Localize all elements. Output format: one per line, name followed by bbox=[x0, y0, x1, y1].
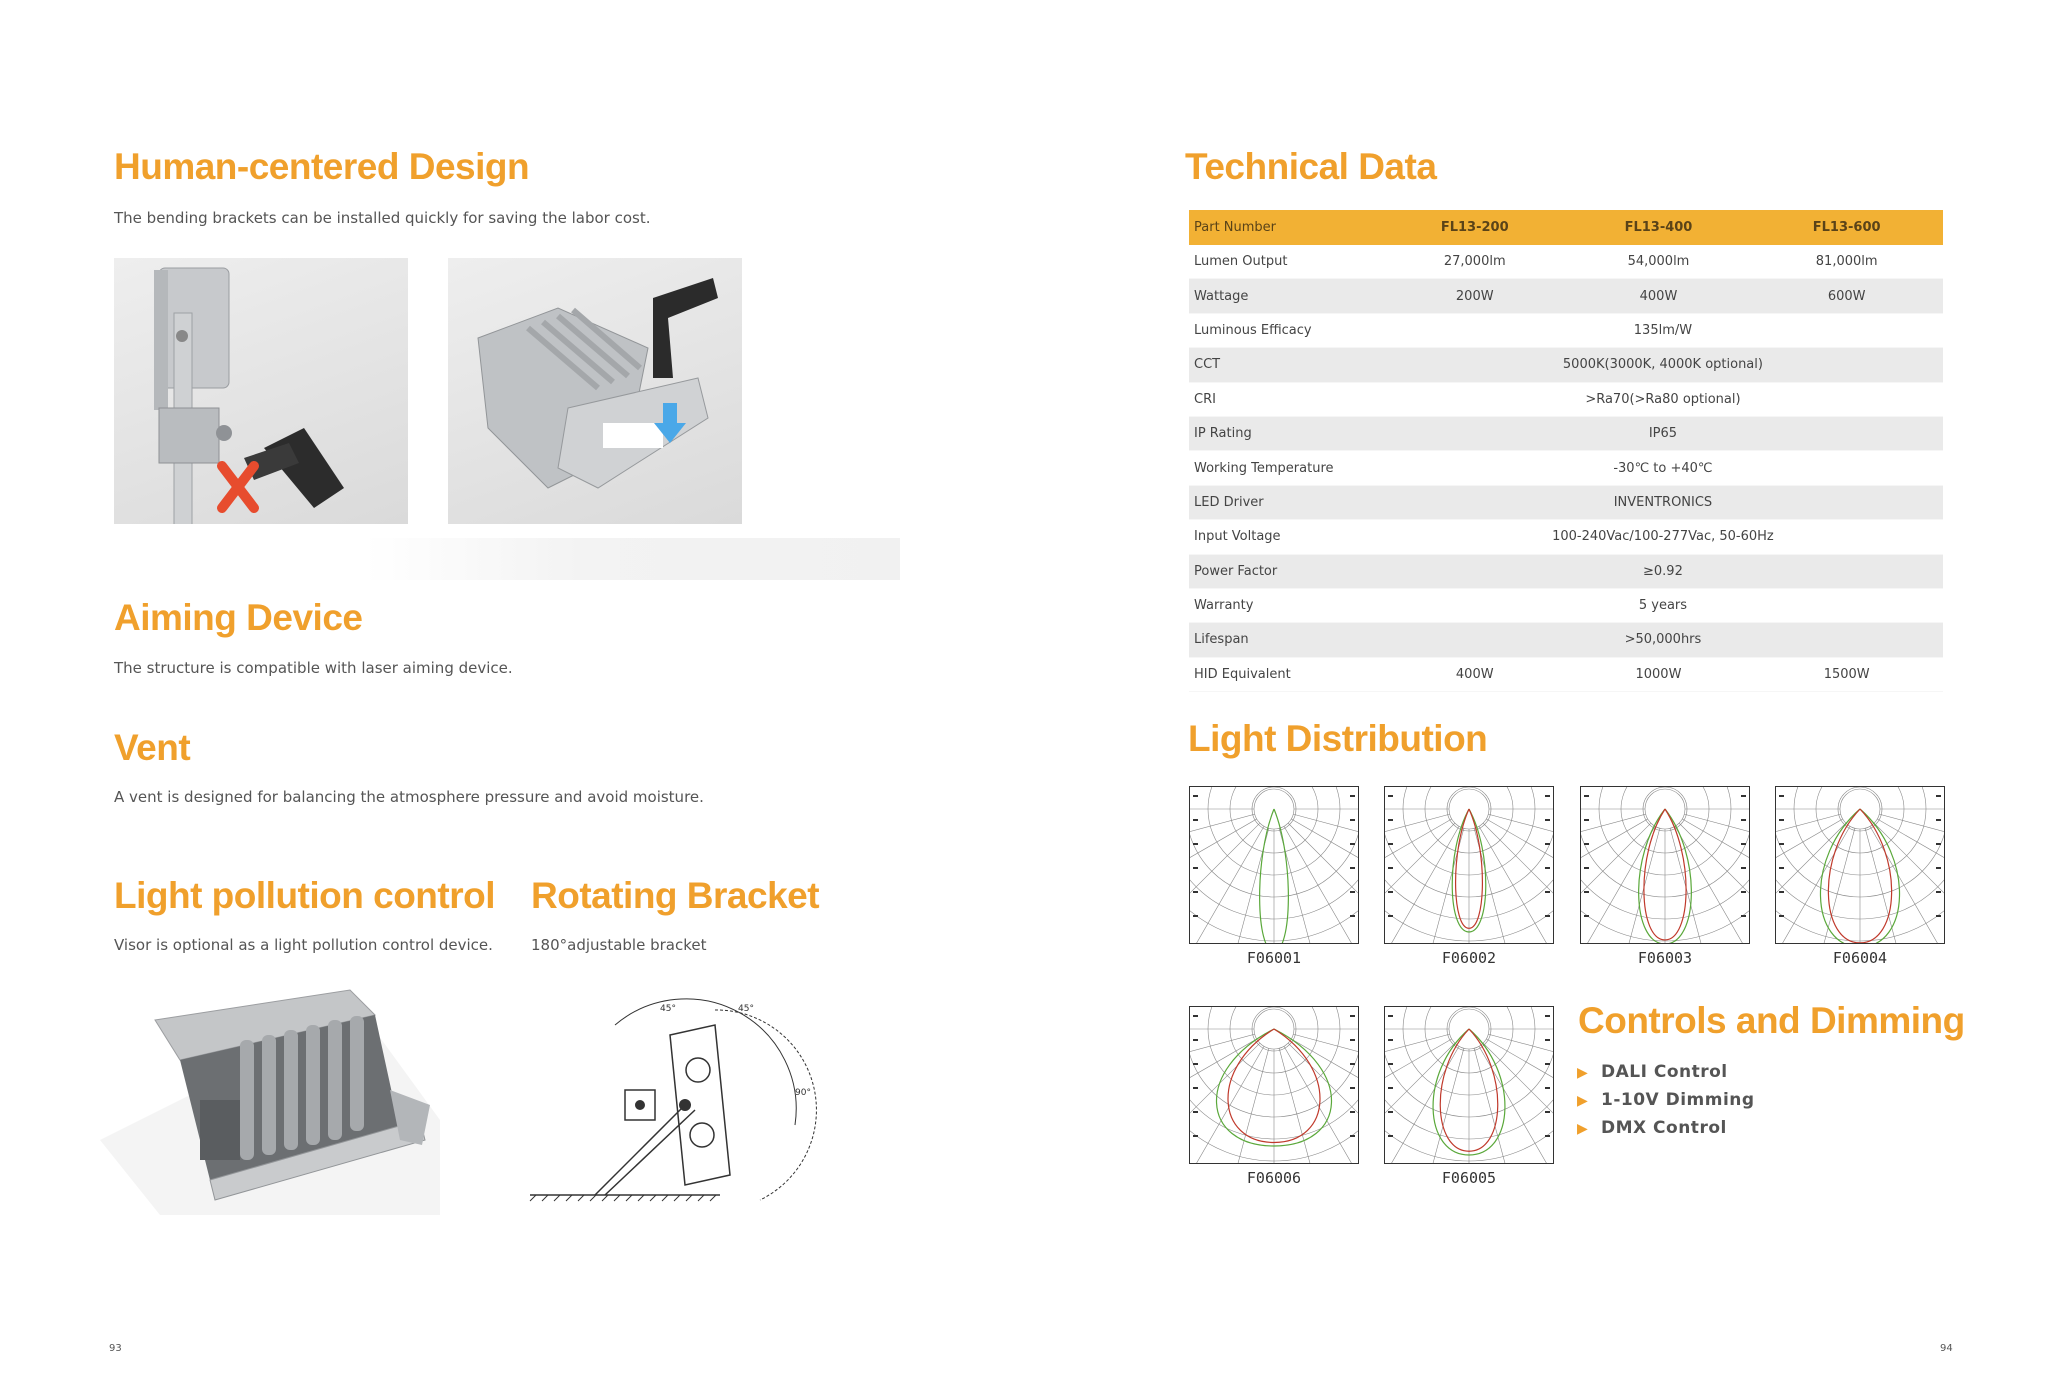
header-model-3: FL13-600 bbox=[1750, 210, 1943, 245]
control-item-label: DMX Control bbox=[1601, 1118, 1727, 1138]
table-row: HID Equivalent 400W 1000W 1500W bbox=[1189, 657, 1943, 693]
header-part-number: Part Number bbox=[1189, 210, 1383, 245]
row-label: Input Voltage bbox=[1189, 519, 1383, 555]
table-row: Lifespan >50,000hrs bbox=[1189, 622, 1943, 658]
control-item-dimming: ▶ 1-10V Dimming bbox=[1577, 1086, 1755, 1114]
table-row: Working Temperature -30℃ to +40℃ bbox=[1189, 450, 1943, 486]
table-row: IP Rating IP65 bbox=[1189, 416, 1943, 452]
technical-data-table: Part Number FL13-200 FL13-400 FL13-600 L… bbox=[1189, 210, 1943, 693]
row-label: Warranty bbox=[1189, 588, 1383, 624]
vent-title: Vent bbox=[114, 727, 191, 768]
row-label: Lumen Output bbox=[1189, 245, 1383, 280]
cell-merged: INVENTRONICS bbox=[1382, 485, 1943, 521]
row-label: CCT bbox=[1189, 347, 1383, 383]
human-design-desc: The bending brackets can be installed qu… bbox=[114, 209, 651, 227]
cell: 600W bbox=[1750, 278, 1943, 314]
polar-diagram-6 bbox=[1269, 896, 1669, 1229]
table-row: CCT 5000K(3000K, 4000K optional) bbox=[1189, 347, 1943, 383]
cell-merged: IP65 bbox=[1382, 416, 1943, 452]
table-row: CRI >Ra70(>Ra80 optional) bbox=[1189, 382, 1943, 417]
cell-merged: >50,000hrs bbox=[1382, 622, 1943, 658]
aiming-device-title: Aiming Device bbox=[114, 597, 363, 638]
polar-label-1: F06001 bbox=[1246, 949, 1302, 967]
vent-desc: A vent is designed for balancing the atm… bbox=[114, 788, 704, 806]
triangle-bullet-icon: ▶ bbox=[1577, 1093, 1589, 1109]
table-row: Power Factor ≥0.92 bbox=[1189, 554, 1943, 589]
row-label: LED Driver bbox=[1189, 485, 1383, 521]
row-label: Luminous Efficacy bbox=[1189, 313, 1383, 349]
cell-merged: ≥0.92 bbox=[1382, 554, 1943, 589]
table-row: Input Voltage 100-240Vac/100-277Vac, 50-… bbox=[1189, 519, 1943, 555]
bracket-photo-wrong bbox=[114, 258, 408, 524]
cell-merged: 5000K(3000K, 4000K optional) bbox=[1382, 347, 1943, 383]
table-header-row: Part Number FL13-200 FL13-400 FL13-600 bbox=[1189, 210, 1943, 245]
rotating-bracket-desc: 180°adjustable bracket bbox=[531, 936, 707, 954]
row-label: Power Factor bbox=[1189, 554, 1383, 589]
human-design-title: Human-centered Design bbox=[114, 146, 530, 187]
triangle-bullet-icon: ▶ bbox=[1577, 1121, 1589, 1137]
cell: 400W bbox=[1566, 278, 1751, 314]
cell-merged: 100-240Vac/100-277Vac, 50-60Hz bbox=[1382, 519, 1943, 555]
row-label: IP Rating bbox=[1189, 416, 1383, 452]
polar-label-3: F06003 bbox=[1637, 949, 1693, 967]
angle-label-left: 45° bbox=[660, 1004, 676, 1014]
triangle-bullet-icon: ▶ bbox=[1577, 1065, 1589, 1081]
polar-diagram-3 bbox=[1465, 676, 1865, 1009]
table-row: Wattage 200W 400W 600W bbox=[1189, 278, 1943, 314]
rotating-bracket-drawing: 45° 45° 90° bbox=[520, 995, 820, 1205]
control-item-dmx: ▶ DMX Control bbox=[1577, 1114, 1755, 1142]
controls-list: ▶ DALI Control ▶ 1-10V Dimming ▶ DMX Contro… bbox=[1577, 1058, 1755, 1142]
aiming-device-desc: The structure is compatible with laser a… bbox=[114, 659, 513, 677]
header-model-2: FL13-400 bbox=[1566, 210, 1751, 245]
table-row: LED Driver INVENTRONICS bbox=[1189, 485, 1943, 521]
light-pollution-desc: Visor is optional as a light pollution c… bbox=[114, 936, 493, 954]
polar-diagram-2 bbox=[1269, 676, 1669, 1009]
cell: 400W bbox=[1382, 657, 1567, 693]
polar-label-6: F06005 bbox=[1441, 1169, 1497, 1187]
control-item-label: DALI Control bbox=[1601, 1062, 1728, 1082]
cell-merged: -30℃ to +40℃ bbox=[1382, 450, 1943, 486]
row-label: HID Equivalent bbox=[1189, 657, 1383, 693]
row-label: CRI bbox=[1189, 382, 1383, 417]
shadow-strip bbox=[365, 538, 900, 580]
control-item-label: 1-10V Dimming bbox=[1601, 1090, 1755, 1110]
cell-merged: 135lm/W bbox=[1382, 313, 1943, 349]
cell-merged: 5 years bbox=[1382, 588, 1943, 624]
polar-label-4: F06004 bbox=[1832, 949, 1888, 967]
bracket-photo-correct bbox=[448, 258, 742, 524]
table-row: Warranty 5 years bbox=[1189, 588, 1943, 624]
controls-dimming-title: Controls and Dimming bbox=[1578, 1000, 1965, 1041]
cell: 54,000lm bbox=[1566, 245, 1751, 280]
row-label: Working Temperature bbox=[1189, 450, 1383, 486]
polar-label-5: F06006 bbox=[1246, 1169, 1302, 1187]
page-number-left: 93 bbox=[109, 1343, 122, 1354]
control-item-dali: ▶ DALI Control bbox=[1577, 1058, 1755, 1086]
polar-diagram-5 bbox=[1074, 896, 1474, 1229]
visor-floodlight-image bbox=[100, 980, 440, 1215]
polar-diagram-4 bbox=[1660, 676, 2048, 1009]
polar-diagram-1 bbox=[1074, 676, 1474, 1009]
header-model-1: FL13-200 bbox=[1382, 210, 1567, 245]
cell: 1500W bbox=[1750, 657, 1943, 693]
cell: 81,000lm bbox=[1750, 245, 1943, 280]
light-pollution-title: Light pollution control bbox=[114, 875, 496, 916]
technical-data-title: Technical Data bbox=[1185, 146, 1437, 187]
cell-merged: >Ra70(>Ra80 optional) bbox=[1382, 382, 1943, 417]
polar-label-2: F06002 bbox=[1441, 949, 1497, 967]
light-distribution-title: Light Distribution bbox=[1188, 718, 1488, 759]
row-label: Lifespan bbox=[1189, 622, 1383, 658]
rotating-bracket-title: Rotating Bracket bbox=[531, 875, 820, 916]
angle-label-right: 45° bbox=[738, 1004, 754, 1014]
row-label: Wattage bbox=[1189, 278, 1383, 314]
cell: 200W bbox=[1382, 278, 1567, 314]
angle-label-side: 90° bbox=[795, 1088, 811, 1098]
page-number-right: 94 bbox=[1940, 1343, 1953, 1354]
cell: 1000W bbox=[1566, 657, 1751, 693]
table-row: Luminous Efficacy 135lm/W bbox=[1189, 313, 1943, 349]
table-row: Lumen Output 27,000lm 54,000lm 81,000lm bbox=[1189, 245, 1943, 280]
cell: 27,000lm bbox=[1382, 245, 1567, 280]
